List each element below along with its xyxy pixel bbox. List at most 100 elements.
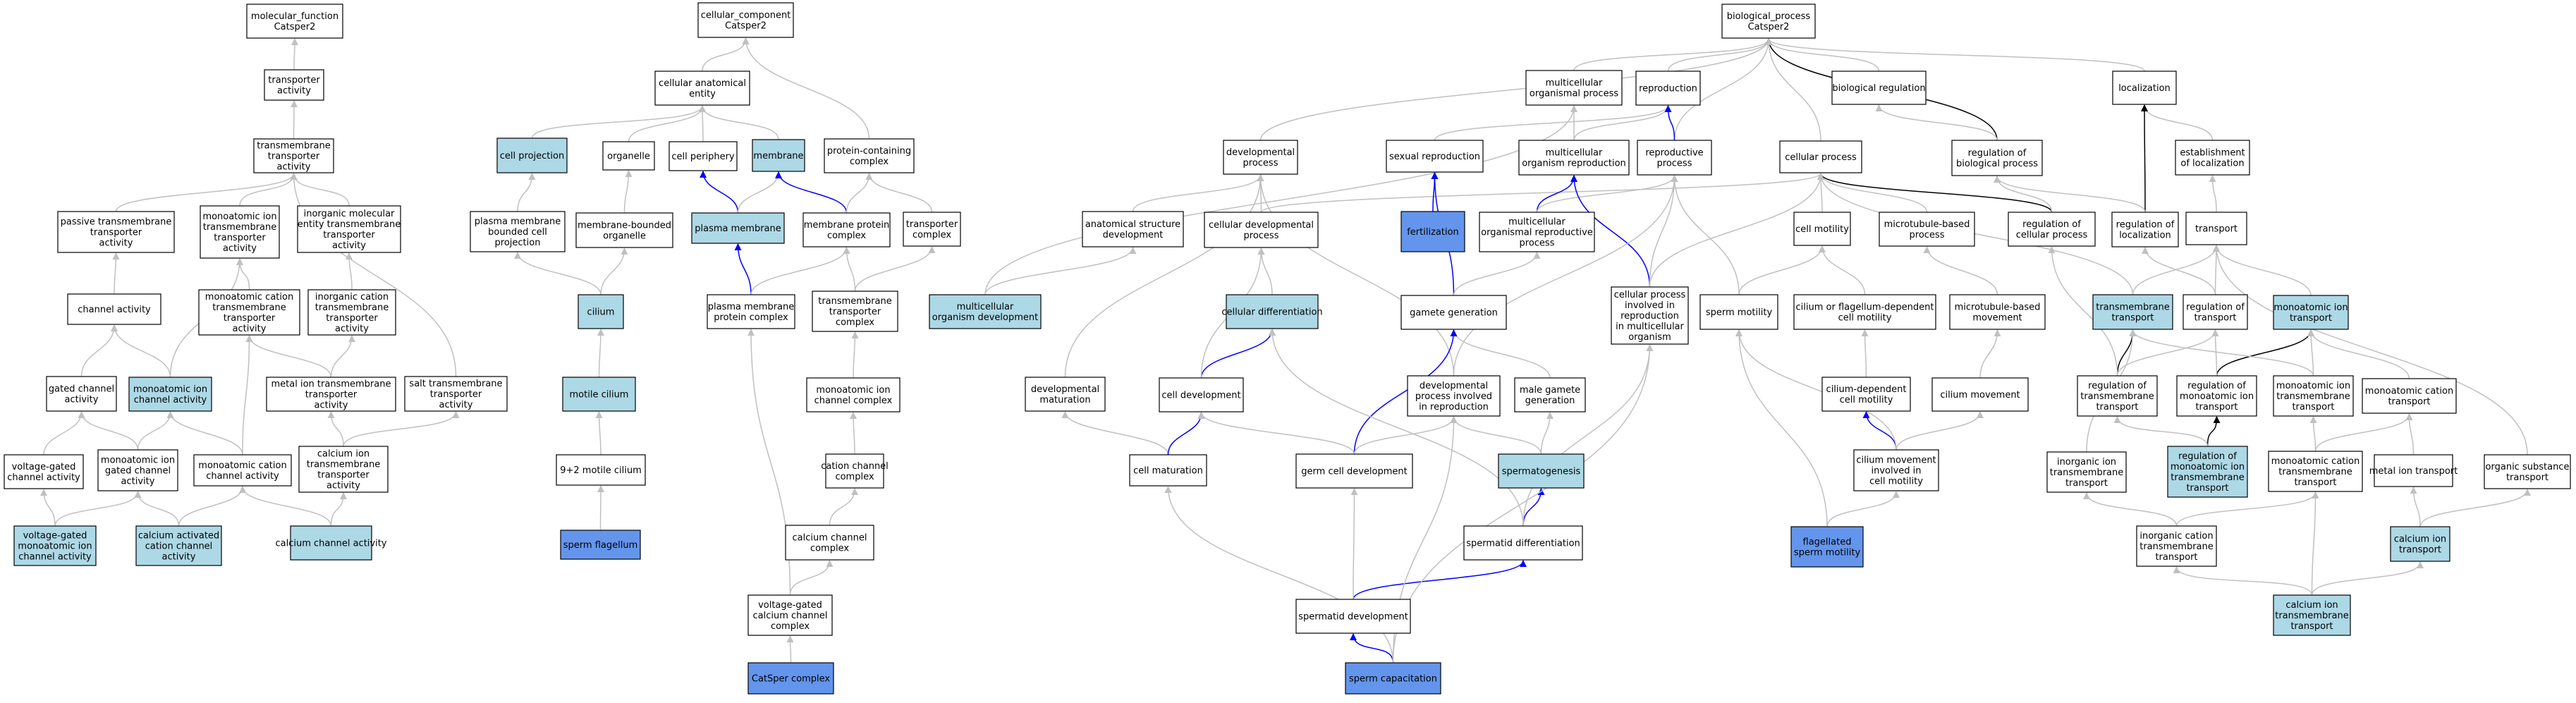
node-calcium-channel-activity[interactable]: calcium channel activity [275, 525, 387, 561]
node-transport[interactable]: transport [2185, 212, 2247, 245]
node-sperm-flagellum[interactable]: sperm flagellum [560, 530, 641, 560]
node-membrane[interactable]: membrane [752, 139, 805, 172]
node-germ-cell-development[interactable]: germ cell development [1295, 453, 1413, 489]
node-plasma-membrane[interactable]: plasma membrane [691, 212, 785, 244]
node-monoatomic-ion-transmembrane-transporter-activity[interactable]: monoatomic iontransmembranetransporterac… [200, 205, 280, 259]
node-organelle[interactable]: organelle [602, 141, 655, 171]
node-sexual-reproduction[interactable]: sexual reproduction [1386, 140, 1484, 173]
node-cell-maturation[interactable]: cell maturation [1129, 454, 1207, 487]
node-monoatomic-cation-transmembrane-transporter-activity[interactable]: monoatomic cationtransmembranetransporte… [198, 289, 300, 336]
node-cell-periphery[interactable]: cell periphery [669, 141, 738, 171]
node-cell-development[interactable]: cell development [1159, 377, 1244, 412]
node-motile-cilium[interactable]: motile cilium [562, 377, 636, 412]
node-metal-ion-transmembrane-transporter-activity[interactable]: metal ion transmembranetransporteractivi… [266, 377, 396, 412]
node-metal-ion-transport[interactable]: metal ion transport [2369, 454, 2458, 487]
node-9-2-motile-cilium[interactable]: 9+2 motile cilium [556, 454, 646, 486]
node-cilium-movement[interactable]: cilium movement [1931, 377, 2029, 412]
node-cilium[interactable]: cilium [578, 294, 624, 329]
node-biological-regulation[interactable]: biological regulation [1831, 71, 1927, 105]
node-calcium-ion-transmembrane-transporter-activity[interactable]: calcium iontransmembranetransporteractiv… [298, 446, 389, 493]
node-spermatogenesis[interactable]: spermatogenesis [1498, 453, 1585, 489]
node-channel-activity[interactable]: channel activity [67, 293, 161, 325]
node-spermatid-development[interactable]: spermatid development [1295, 599, 1411, 634]
node-inorganic-cation-transmembrane-transporter-activity[interactable]: inorganic cationtransmembranetransporter… [307, 289, 396, 336]
node-sperm-capacitation[interactable]: sperm capacitation [1345, 662, 1441, 695]
node-spermatid-differentiation[interactable]: spermatid differentiation [1463, 525, 1583, 561]
node-cell-projection[interactable]: cell projection [496, 137, 568, 173]
node-catsper-complex[interactable]: CatSper complex [747, 662, 834, 695]
node-cellular-process[interactable]: cellular process [1779, 140, 1862, 173]
node-gamete-generation[interactable]: gamete generation [1400, 295, 1507, 330]
node-sperm-motility[interactable]: sperm motility [1699, 294, 1778, 330]
node-reproduction[interactable]: reproduction [1635, 71, 1701, 106]
node-fertilization[interactable]: fertilization [1400, 211, 1465, 252]
node-cell-motility[interactable]: cell motility [1793, 212, 1851, 246]
node-localization[interactable]: localization [2112, 71, 2177, 105]
node-cellular-differentiation[interactable]: cellular differentiation [1221, 294, 1323, 329]
